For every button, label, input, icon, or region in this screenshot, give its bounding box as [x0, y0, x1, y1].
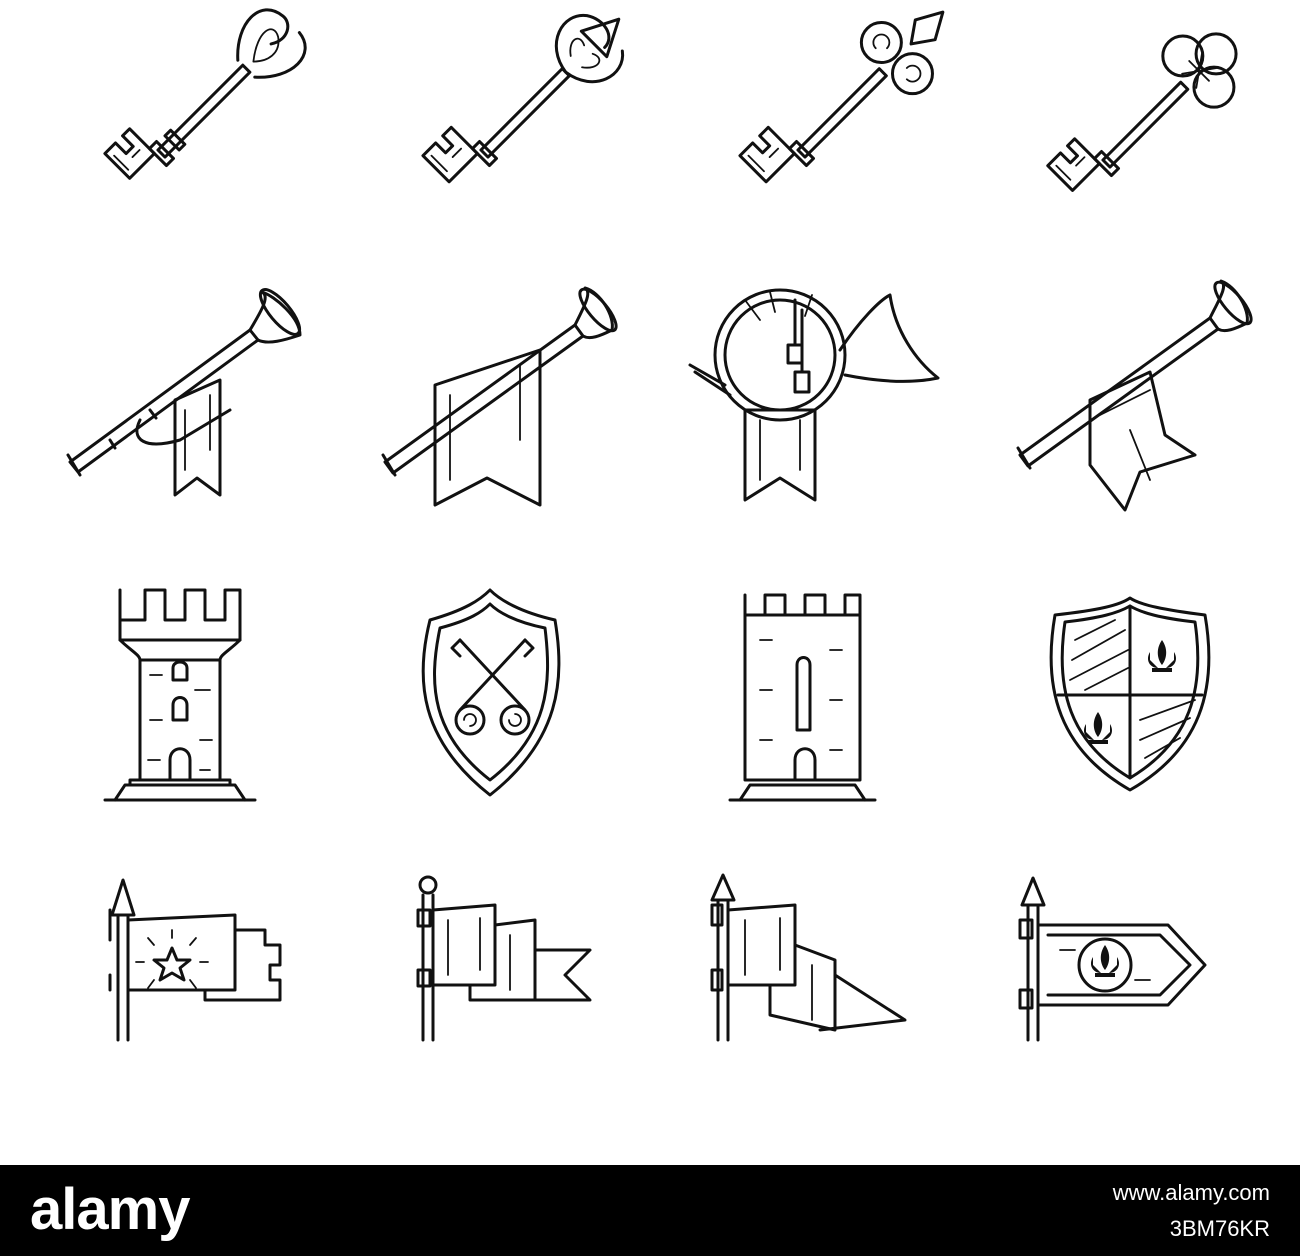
icon-sheet: [66, 8, 1253, 1042]
trumpet-banner-icon: [66, 288, 302, 497]
trumpet-flag-icon: [1016, 279, 1253, 512]
shield-crossed-keys-icon: [421, 588, 561, 797]
flag-pennant-icon: [710, 873, 907, 1042]
flag-star-icon: [108, 878, 282, 1042]
flag-fleur-arrow-icon: [1018, 876, 1207, 1042]
key-swirl-icon: [738, 10, 945, 184]
tower-tall-icon: [728, 593, 877, 802]
watermark-logo: alamy: [30, 1177, 190, 1242]
key-fleur-icon: [421, 14, 624, 184]
hunting-horn-icon: [688, 288, 940, 502]
site-url: www.alamy.com: [1112, 1180, 1270, 1205]
trumpet-pennant-icon: [381, 286, 618, 507]
key-clover-icon: [1046, 32, 1238, 192]
flag-swallowtail-icon: [416, 875, 592, 1042]
tower-round-icon: [103, 588, 257, 802]
shield-quartered-fleur-icon: [1049, 596, 1211, 792]
stock-footer-bar: alamy www.alamy.com 3BM76KR: [0, 1165, 1300, 1256]
key-heart-icon: [103, 8, 307, 180]
image-id: 3BM76KR: [1169, 1216, 1270, 1241]
